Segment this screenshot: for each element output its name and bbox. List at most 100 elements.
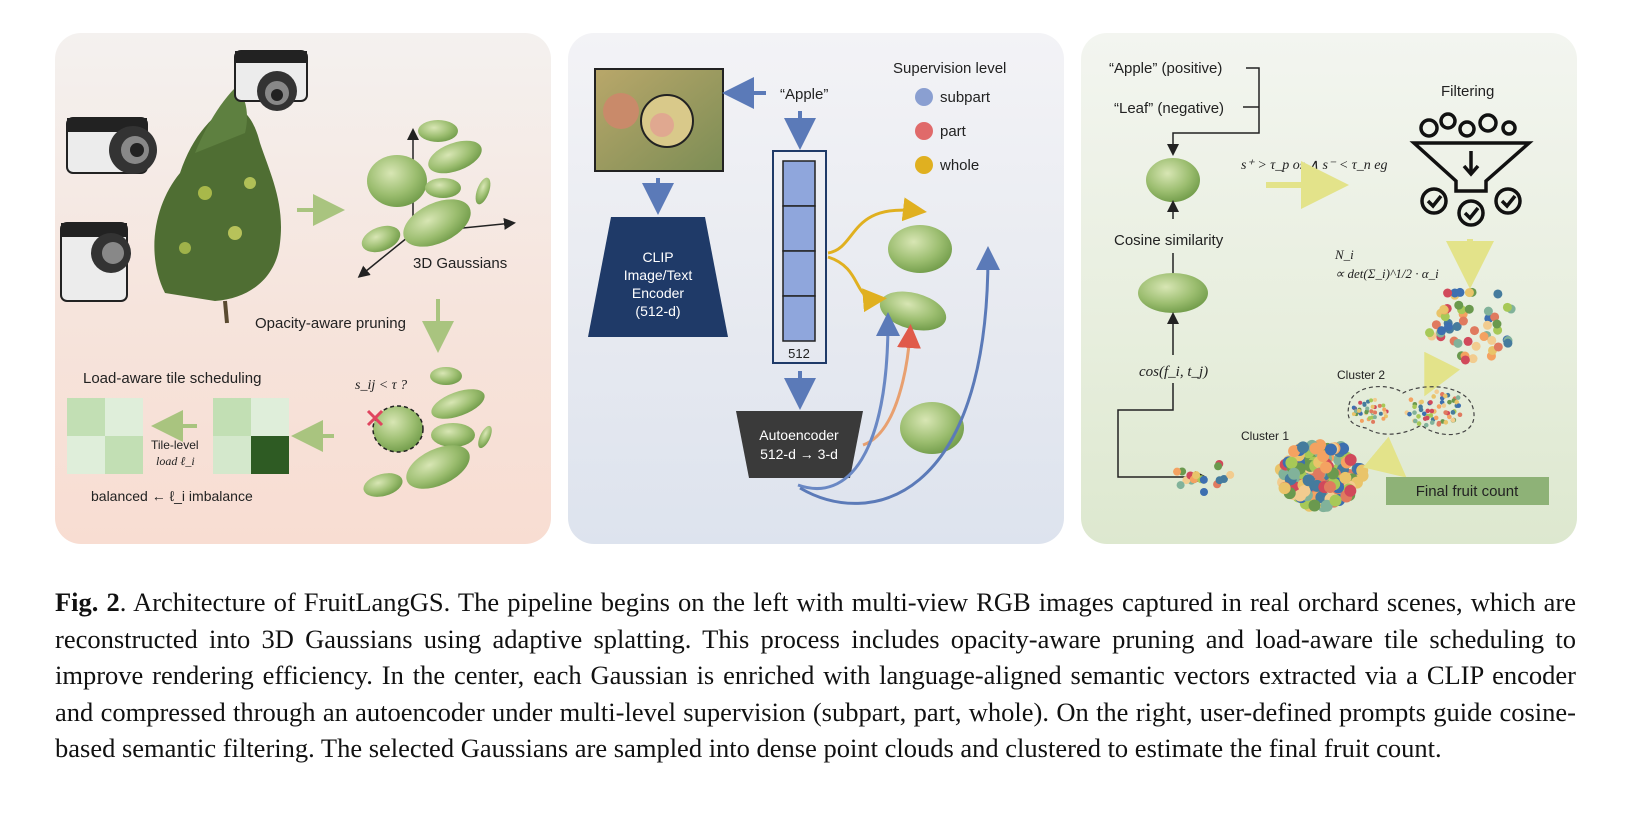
point (1418, 404, 1423, 410)
clip-label-1: CLIP (642, 249, 673, 265)
point (1433, 415, 1439, 421)
point (1424, 415, 1430, 421)
legend-part: part (915, 122, 967, 140)
point (1351, 405, 1356, 410)
clip-label-3: Encoder (632, 285, 684, 301)
autoencoder-label-2: 512-d → 3-d (760, 446, 838, 462)
point (1429, 420, 1435, 425)
point (1351, 412, 1356, 417)
point (1377, 403, 1382, 408)
point (1323, 481, 1336, 494)
svg-text:subpart: subpart (940, 89, 991, 106)
point (1381, 416, 1386, 421)
final-count-box (1386, 477, 1549, 505)
vector-dim-label: 512 (788, 346, 810, 361)
point (1371, 419, 1376, 424)
clip-label-2: Image/Text (624, 267, 693, 283)
point (1382, 410, 1387, 415)
point (1176, 481, 1185, 490)
svg-text:part: part (940, 123, 967, 140)
point (1429, 408, 1435, 414)
supervision-arrow (797, 312, 900, 491)
point (1199, 475, 1208, 484)
point (1344, 453, 1357, 466)
point (1436, 420, 1442, 426)
point (1378, 411, 1383, 416)
point (1412, 410, 1417, 415)
point (1372, 397, 1377, 402)
point (1173, 467, 1182, 476)
point (1425, 328, 1435, 338)
apple-tree-image (154, 88, 281, 324)
gaussian-cloud (361, 120, 491, 253)
point (1464, 304, 1474, 314)
tile-grid-balanced (67, 398, 143, 474)
cluster1-points (1173, 439, 1369, 513)
figure-caption: Fig. 2. Architecture of FruitLangGS. The… (55, 584, 1576, 767)
point (1226, 470, 1235, 479)
point (1357, 408, 1362, 413)
autoencoder-block (736, 411, 863, 478)
legend-subpart: subpart (915, 88, 991, 106)
point (1428, 400, 1433, 405)
tile-grid-imbalanced (213, 398, 289, 474)
point (1443, 410, 1448, 415)
counting-panel: “Apple” (positive) “Leaf” (negative) Cos… (1081, 33, 1577, 544)
reconstruction-diagram: 3D Gaussians Opacity-aware pruning s_ij … (60, 50, 516, 504)
point (1463, 336, 1473, 346)
point (1431, 320, 1441, 330)
point (1483, 306, 1493, 316)
point (1479, 332, 1489, 342)
point (1297, 441, 1310, 454)
point (1329, 494, 1342, 507)
point (1381, 403, 1386, 408)
filtering-label: Filtering (1441, 83, 1494, 100)
balanced-label: balanced ← ℓ_i imbalance (91, 488, 253, 504)
supervision-arrow (827, 197, 927, 255)
point (1324, 443, 1337, 456)
negative-prompt: “Leaf” (negative) (1114, 100, 1224, 117)
cluster2-label: Cluster 2 (1337, 368, 1385, 382)
prompt-connector (1167, 67, 1260, 156)
point (1412, 418, 1418, 424)
point (1439, 304, 1449, 314)
point (1373, 410, 1378, 415)
counting-diagram: “Apple” (positive) “Leaf” (negative) Cos… (1109, 60, 1549, 513)
point (1493, 342, 1503, 352)
point (1441, 403, 1447, 408)
clip-label-4: (512-d) (635, 303, 680, 319)
semantic-embedding-panel: “Apple” CLIP Image/Text Encoder (512-d) … (568, 33, 1064, 544)
point (1315, 491, 1328, 504)
autoencoder-label-1: Autoencoder (759, 427, 839, 443)
point (1423, 422, 1429, 428)
cosine-label: Cosine similarity (1114, 232, 1224, 249)
point (1453, 338, 1463, 348)
point (1369, 409, 1374, 414)
gaussians-label: 3D Gaussians (413, 255, 507, 272)
pruning-condition: s_ij < τ ? (355, 378, 407, 393)
point (1455, 287, 1465, 297)
clip-encoder (588, 217, 728, 337)
pruning-label: Opacity-aware pruning (255, 315, 406, 332)
point (1454, 300, 1464, 310)
ni-line-2: ∝ det(Σ_i)^1/2 · α_i (1335, 266, 1439, 281)
supervision-arrow (862, 324, 921, 447)
point (1192, 471, 1201, 480)
point (1339, 471, 1352, 484)
point (1468, 354, 1478, 364)
cluster2-outline (1347, 386, 1475, 436)
point (1382, 407, 1387, 412)
point (1454, 399, 1460, 405)
point (1309, 442, 1322, 455)
point (1362, 402, 1367, 407)
point (1416, 414, 1421, 419)
point (1214, 462, 1223, 471)
point (1457, 412, 1463, 418)
supervision-arrow (799, 246, 1000, 505)
camera-icon (66, 117, 157, 174)
point (1356, 464, 1369, 477)
ni-line-1: N_i (1334, 247, 1354, 262)
point (1450, 410, 1456, 415)
point (1460, 355, 1470, 365)
point (1431, 394, 1436, 399)
